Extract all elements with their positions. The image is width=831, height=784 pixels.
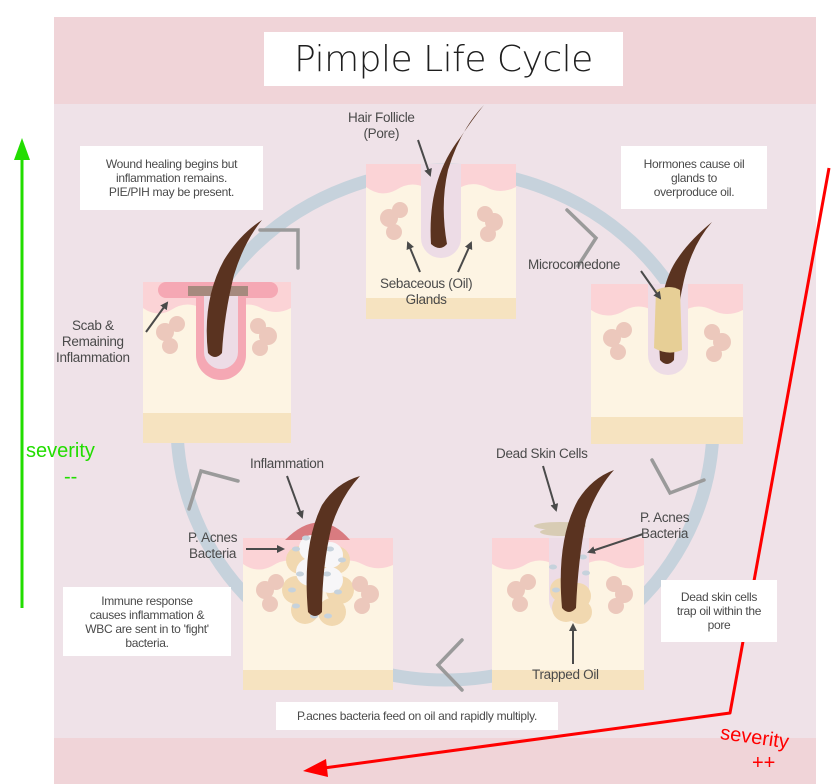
skin-diagram-normal [366,105,516,319]
note-hormones: Hormones cause oil glands to overproduce… [621,146,767,209]
label-arrow [587,533,644,554]
severity-increase-sign: ++ [752,752,776,774]
label-inflammation: Inflammation [250,456,324,471]
severity-decrease-arrow [14,138,30,608]
skin-diagram-healing [143,220,291,443]
cycle-chevron-icon [565,208,599,268]
label-arrow [145,301,169,333]
severity-decrease-label: severity [26,440,95,462]
label-arrow [286,475,304,519]
note-wound-healing: Wound healing begins but inflammation re… [80,146,263,210]
title-box: Pimple Life Cycle [264,32,623,86]
skin-diagram-clogged [492,470,644,690]
red-arrowhead-icon [303,759,328,777]
note-dead-skin-cells: Dead skin cells trap oil within the pore [661,580,777,642]
page-title: Pimple Life Cycle [294,38,593,80]
green-arrowhead-icon [14,138,30,160]
severity-decrease-sign: -- [64,466,78,488]
label-trapped-oil: Trapped Oil [532,667,599,682]
label-p-acnes-bacteria-right: P. Acnes Bacteria [640,510,690,541]
footer-band [54,738,816,784]
note-bacteria-multiply: P.acnes bacteria feed on oil and rapidly… [276,702,558,730]
severity-increase-arrow [303,167,831,777]
cycle-chevron-icon [258,228,300,270]
label-arrow [417,139,432,177]
skin-diagram-inflammation [243,476,393,690]
label-microcomedone: Microcomedone [528,257,621,272]
cycle-chevron-icon [435,638,464,692]
cycle-chevron-icon [650,458,706,496]
label-dead-skin-cells: Dead Skin Cells [496,446,588,461]
label-scab-inflammation: Scab & Remaining Inflammation [56,318,130,365]
label-p-acnes-bacteria-left: P. Acnes Bacteria [188,530,238,561]
label-sebaceous-glands: Sebaceous (Oil) Glands [380,276,473,307]
cycle-chevron-icon [187,468,240,511]
label-arrow [542,465,559,512]
label-arrow [406,241,421,273]
label-hair-follicle: Hair Follicle (Pore) [348,110,415,141]
label-arrow [457,241,473,273]
label-arrow [640,270,662,300]
skin-diagram-microcomedone [591,222,743,444]
note-immune-response: Immune response causes inflammation & WB… [63,587,231,656]
